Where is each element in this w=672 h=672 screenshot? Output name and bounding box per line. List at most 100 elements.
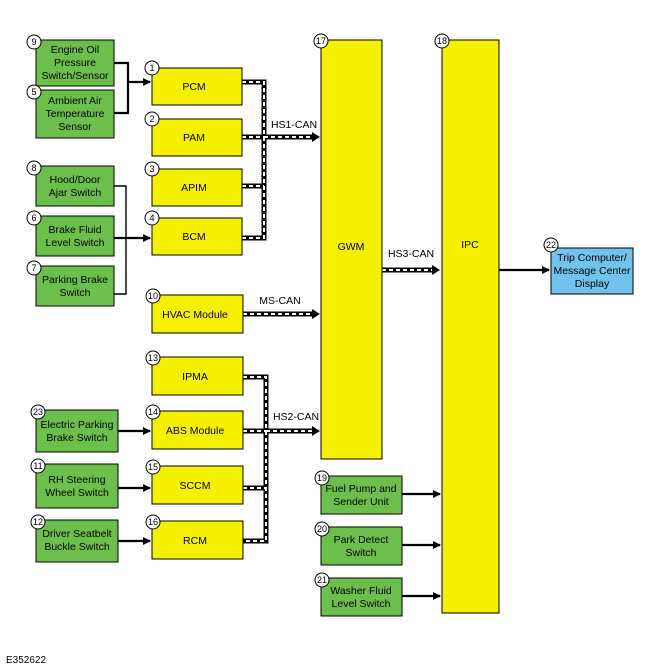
badge-15: 15 [145,459,161,475]
module-ipc: IPC 18 [434,33,500,614]
svg-text:Park Detect: Park Detect [334,534,389,546]
badge-19: 19 [314,470,330,486]
svg-text:7: 7 [31,263,36,273]
sensor-electric-parking-brake: Electric Parking Brake Switch 23 [30,404,119,453]
svg-text:Trip Computer/: Trip Computer/ [557,252,627,264]
module-ipma: IPMA 13 [145,350,244,396]
sensor-brake-fluid-level: Brake Fluid Level Switch 6 [26,210,115,257]
svg-text:IPMA: IPMA [182,371,208,383]
badge-2: 2 [144,111,160,127]
svg-text:Switch: Switch [60,287,91,299]
badge-12: 12 [30,514,46,530]
trip-computer-display: Trip Computer/ Message Center Display 22 [543,237,634,295]
svg-text:Switch: Switch [346,547,377,559]
sensor-parking-brake: Parking Brake Switch 7 [26,260,115,307]
hs3-can-bus [382,265,440,275]
svg-text:Engine Oil: Engine Oil [51,44,99,56]
svg-text:13: 13 [148,353,158,363]
badge-13: 13 [145,350,161,366]
badge-18: 18 [434,33,450,49]
svg-text:Electric Parking: Electric Parking [41,419,114,431]
svg-text:ABS Module: ABS Module [166,425,225,437]
svg-text:5: 5 [31,87,36,97]
hs2-can-bus [243,374,320,544]
module-apim: APIM 3 [144,161,243,207]
can-buses [242,79,440,544]
svg-text:Level Switch: Level Switch [332,598,391,610]
ms-can-label: MS-CAN [259,295,300,307]
svg-text:Ambient Air: Ambient Air [48,95,102,107]
svg-text:GWM: GWM [338,241,365,253]
svg-text:12: 12 [33,517,43,527]
module-rcm: RCM 16 [145,514,244,560]
svg-text:PAM: PAM [183,132,205,144]
svg-text:Buckle Switch: Buckle Switch [44,541,110,553]
svg-text:15: 15 [148,462,158,472]
svg-text:18: 18 [437,36,447,46]
svg-text:Display: Display [575,278,610,290]
svg-text:Switch/Sensor: Switch/Sensor [41,70,109,82]
svg-text:17: 17 [316,36,326,46]
svg-text:11: 11 [33,461,42,471]
ms-can-bus [243,309,320,319]
svg-text:SCCM: SCCM [180,480,211,492]
svg-text:Parking Brake: Parking Brake [42,274,108,286]
module-bcm: BCM 4 [144,210,243,256]
svg-text:Hood/Door: Hood/Door [50,174,101,186]
svg-text:10: 10 [148,291,158,301]
hs1-can-label: HS1-CAN [271,119,317,131]
sensor-fuel-pump-sender: Fuel Pump and Sender Unit 19 [314,470,403,515]
badge-3: 3 [144,161,160,177]
badge-16: 16 [145,514,161,530]
sensor-wires [114,61,550,600]
module-abs: ABS Module 14 [145,404,244,450]
module-gwm: GWM 17 [313,33,383,460]
badge-6: 6 [26,210,42,226]
svg-text:Ajar Switch: Ajar Switch [49,187,102,199]
badge-1: 1 [144,60,160,76]
hs3-can-label: HS3-CAN [388,248,434,260]
badge-20: 20 [314,521,330,537]
hs1-can-bus [242,79,320,241]
badge-17: 17 [313,33,329,49]
svg-text:23: 23 [33,407,43,417]
svg-text:Wheel Switch: Wheel Switch [45,487,109,499]
badge-11: 11 [30,458,46,474]
module-sccm: SCCM 15 [145,459,244,505]
svg-text:Washer Fluid: Washer Fluid [330,585,392,597]
svg-text:3: 3 [149,164,154,174]
sensor-engine-oil-pressure: Engine Oil Pressure Switch/Sensor 9 [26,34,115,87]
badge-22: 22 [543,237,559,253]
svg-text:Temperature: Temperature [46,108,105,120]
svg-text:BCM: BCM [182,231,205,243]
badge-23: 23 [30,404,46,420]
svg-text:2: 2 [149,114,154,124]
svg-text:Brake Switch: Brake Switch [46,432,107,444]
svg-text:16: 16 [148,517,158,527]
svg-text:6: 6 [31,213,36,223]
module-pam: PAM 2 [144,111,243,157]
module-hvac: HVAC Module 10 [145,288,244,334]
svg-text:PCM: PCM [182,81,205,93]
badge-7: 7 [26,260,42,276]
svg-text:19: 19 [317,473,327,483]
svg-text:APIM: APIM [181,182,207,194]
badge-14: 14 [145,404,161,420]
svg-text:RH Steering: RH Steering [48,474,105,486]
svg-text:8: 8 [31,163,36,173]
sensor-park-detect: Park Detect Switch 20 [314,521,403,566]
hs2-can-label: HS2-CAN [273,411,319,423]
sensor-rh-steering-wheel: RH Steering Wheel Switch 11 [30,458,119,509]
svg-text:Level Switch: Level Switch [46,237,105,249]
module-pcm: PCM 1 [144,60,243,106]
svg-text:20: 20 [317,524,327,534]
svg-text:1: 1 [149,63,154,73]
figure-id: E352622 [6,655,46,666]
svg-text:Driver Seatbelt: Driver Seatbelt [42,528,112,540]
sensor-driver-seatbelt-buckle: Driver Seatbelt Buckle Switch 12 [30,514,119,563]
svg-text:14: 14 [148,407,158,417]
svg-text:RCM: RCM [183,535,207,547]
svg-text:Sender Unit: Sender Unit [333,496,389,508]
badge-8: 8 [26,160,42,176]
